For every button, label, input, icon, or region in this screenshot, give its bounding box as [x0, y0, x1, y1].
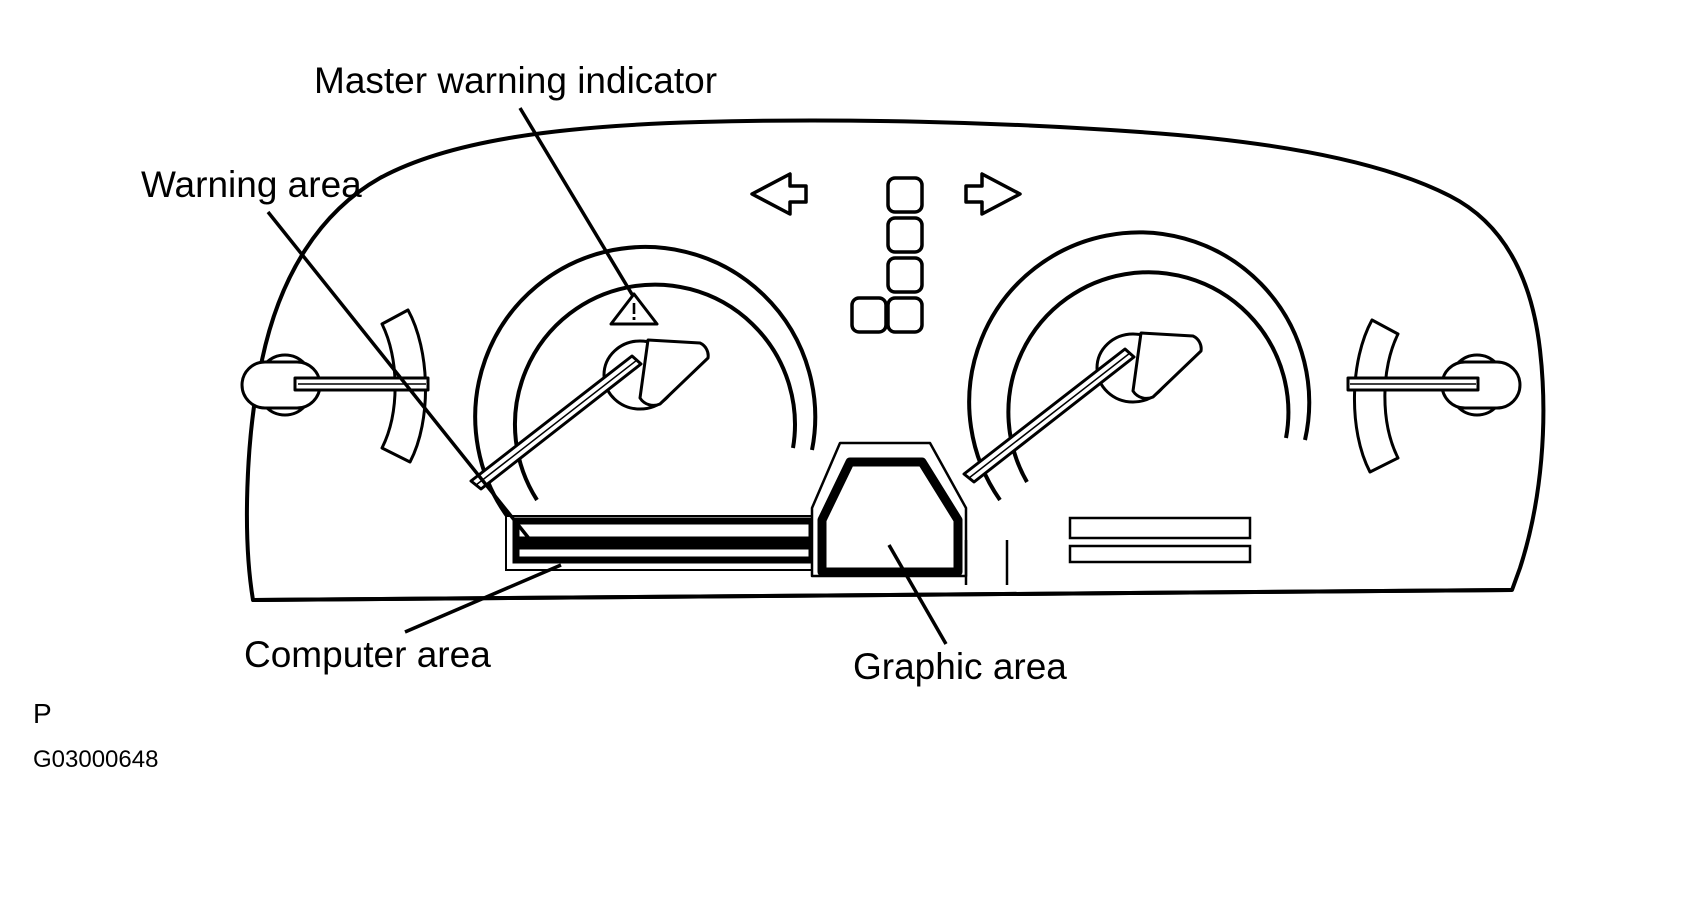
leader-graphic-area — [887, 544, 948, 645]
indicator-square-2 — [886, 216, 924, 254]
leader-warning-area — [266, 210, 533, 543]
page-marker: P — [33, 698, 52, 729]
label-computer-area: Computer area — [244, 634, 491, 675]
right-display-panel — [964, 516, 1252, 585]
leader-computer-area — [404, 563, 562, 634]
computer-bar-1 — [512, 517, 816, 544]
warning-triangle-icon — [609, 292, 659, 326]
computer-area-panel — [505, 515, 816, 571]
right-arrow-icon — [964, 172, 1022, 216]
figure-id: G03000648 — [33, 746, 159, 773]
right-display-bar-2 — [1068, 544, 1252, 564]
right-display-bar-1 — [1068, 516, 1252, 540]
left-arrow-icon — [750, 172, 808, 216]
indicator-square-5 — [886, 296, 924, 334]
indicator-square-1 — [886, 176, 924, 214]
callout-leader-lines — [266, 107, 948, 645]
tachometer-gauge — [962, 230, 1312, 502]
label-graphic-area: Graphic area — [853, 646, 1067, 687]
cluster-housing — [244, 118, 1546, 602]
fuel-gauge-left — [240, 308, 430, 464]
label-warning-area: Warning area — [141, 164, 362, 205]
temperature-gauge-right — [1346, 318, 1522, 474]
indicator-square-4 — [850, 296, 888, 334]
indicator-squares — [850, 176, 924, 334]
leader-master-warning — [518, 107, 635, 297]
label-master-warning-indicator: Master warning indicator — [314, 60, 718, 101]
graphic-area-panel — [810, 441, 968, 578]
computer-bar-2 — [512, 542, 816, 564]
indicator-square-3 — [886, 256, 924, 294]
